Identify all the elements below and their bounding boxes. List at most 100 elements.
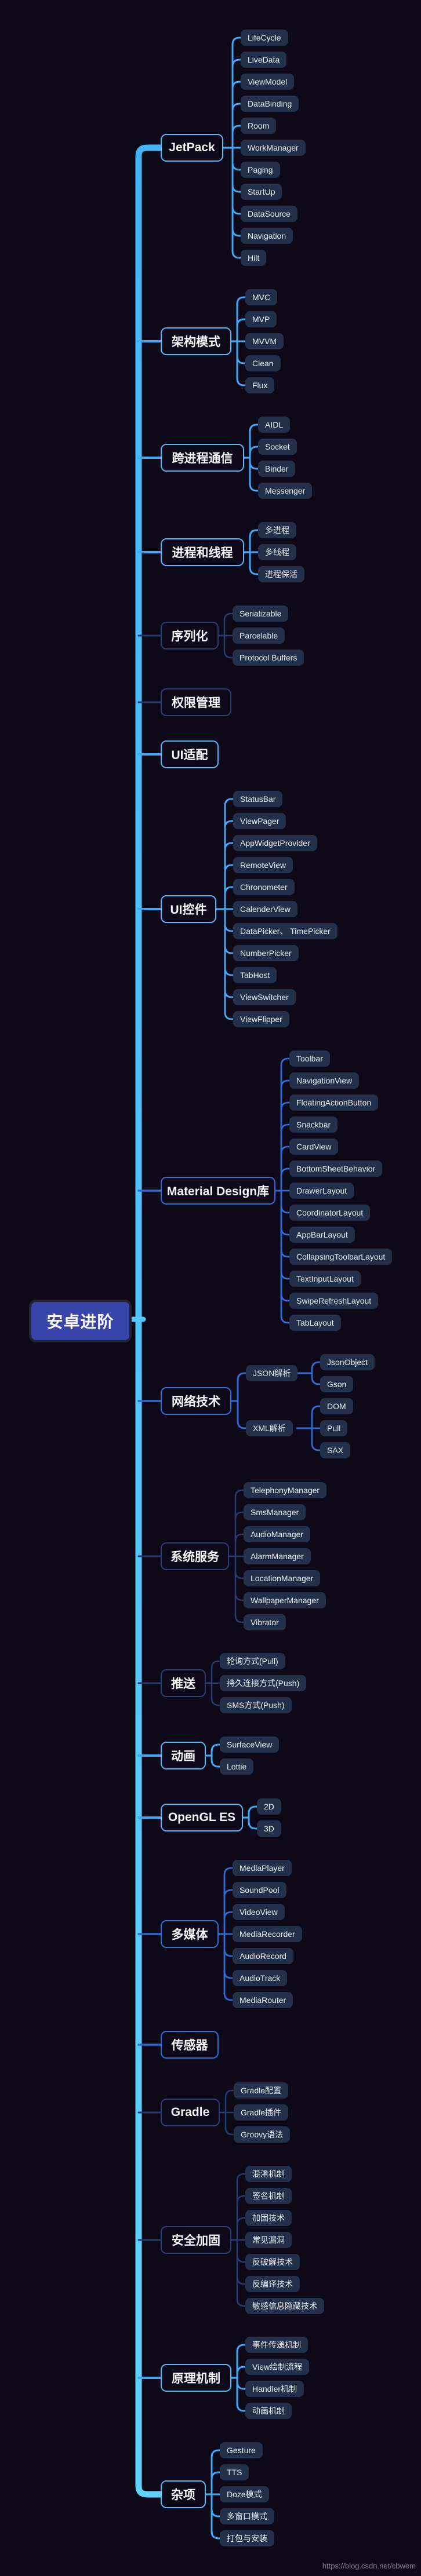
subtopic-0[interactable]: JSON解析: [246, 1365, 298, 1381]
leaf-topic[interactable]: WorkManager: [241, 140, 306, 156]
leaf-topic[interactable]: Parcelable: [233, 627, 285, 644]
leaf-topic[interactable]: MVC: [245, 289, 278, 305]
leaf-topic[interactable]: Serializable: [233, 605, 289, 622]
leaf-topic[interactable]: Binder: [258, 461, 296, 477]
root-topic[interactable]: 安卓进阶: [29, 1300, 132, 1342]
branch-topic-14[interactable]: 多媒体: [161, 1920, 219, 1948]
leaf-topic[interactable]: LiveData: [241, 52, 287, 68]
leaf-topic[interactable]: Navigation: [241, 228, 293, 244]
leaf-topic[interactable]: Toolbar: [289, 1050, 330, 1067]
leaf-topic[interactable]: NavigationView: [289, 1072, 360, 1089]
leaf-topic[interactable]: TabHost: [233, 967, 277, 983]
leaf-topic[interactable]: MediaPlayer: [233, 1860, 292, 1876]
leaf-topic[interactable]: SwipeRefreshLayout: [289, 1293, 379, 1309]
leaf-topic[interactable]: CardView: [289, 1139, 339, 1155]
leaf-topic[interactable]: TabLayout: [289, 1315, 341, 1331]
leaf-topic[interactable]: SoundPool: [233, 1882, 286, 1898]
leaf-topic[interactable]: 动画机制: [245, 2403, 292, 2419]
leaf-topic[interactable]: Gradle配置: [234, 2082, 289, 2099]
leaf-topic[interactable]: 加固技术: [245, 2210, 292, 2226]
branch-topic-9[interactable]: 网络技术: [161, 1387, 231, 1415]
leaf-topic[interactable]: ViewPager: [233, 813, 286, 829]
branch-topic-18[interactable]: 原理机制: [161, 2364, 231, 2392]
branch-topic-2[interactable]: 跨进程通信: [161, 444, 244, 472]
branch-topic-15[interactable]: 传感器: [161, 2031, 219, 2059]
leaf-topic[interactable]: ViewSwitcher: [233, 989, 296, 1005]
leaf-topic[interactable]: Socket: [258, 439, 297, 455]
leaf-topic[interactable]: DataPicker、 TimePicker: [233, 923, 337, 939]
leaf-topic[interactable]: CoordinatorLayout: [289, 1205, 371, 1221]
leaf-topic[interactable]: 多线程: [258, 544, 296, 560]
branch-topic-11[interactable]: 推送: [161, 1669, 206, 1697]
leaf-topic[interactable]: 混淆机制: [245, 2166, 292, 2182]
leaf-topic[interactable]: CalenderView: [233, 901, 297, 917]
branch-topic-4[interactable]: 序列化: [161, 622, 219, 650]
branch-topic-8[interactable]: Material Design库: [161, 1177, 275, 1205]
leaf-topic[interactable]: 3D: [257, 1820, 281, 1837]
leaf-topic[interactable]: Messenger: [258, 483, 313, 499]
leaf-topic[interactable]: Lottie: [220, 1758, 254, 1775]
leaf-topic[interactable]: JsonObject: [320, 1354, 375, 1370]
leaf-topic[interactable]: Clean: [245, 355, 281, 371]
leaf-topic[interactable]: AIDL: [258, 417, 291, 433]
leaf-topic[interactable]: Gradle插件: [234, 2104, 289, 2121]
leaf-topic[interactable]: AudioRecord: [233, 1948, 293, 1964]
leaf-topic[interactable]: MediaRecorder: [233, 1926, 302, 1942]
leaf-topic[interactable]: 多进程: [258, 522, 296, 538]
leaf-topic[interactable]: MediaRouter: [233, 1992, 293, 2008]
leaf-topic[interactable]: TelephonyManager: [244, 1482, 327, 1498]
leaf-topic[interactable]: Hilt: [241, 250, 267, 266]
leaf-topic[interactable]: Groovy语法: [234, 2126, 291, 2143]
leaf-topic[interactable]: VideoView: [233, 1904, 285, 1920]
leaf-topic[interactable]: Handler机制: [245, 2381, 304, 2397]
branch-topic-1[interactable]: 架构模式: [161, 327, 231, 355]
leaf-topic[interactable]: Protocol Buffers: [233, 650, 304, 666]
leaf-topic[interactable]: 签名机制: [245, 2188, 292, 2204]
leaf-topic[interactable]: FloatingActionButton: [289, 1094, 379, 1111]
leaf-topic[interactable]: LocationManager: [244, 1570, 321, 1586]
leaf-topic[interactable]: StatusBar: [233, 791, 283, 807]
leaf-topic[interactable]: MVVM: [245, 333, 284, 349]
leaf-topic[interactable]: Flux: [245, 377, 275, 393]
leaf-topic[interactable]: 事件传递机制: [245, 2337, 308, 2353]
subtopic-1[interactable]: XML解析: [246, 1420, 293, 1436]
branch-topic-16[interactable]: Gradle: [161, 2099, 220, 2126]
leaf-topic[interactable]: TextInputLayout: [289, 1271, 361, 1287]
branch-topic-10[interactable]: 系统服务: [161, 1542, 229, 1570]
leaf-topic[interactable]: SAX: [320, 1442, 351, 1458]
leaf-topic[interactable]: 进程保活: [258, 566, 304, 582]
leaf-topic[interactable]: AudioManager: [244, 1526, 311, 1542]
leaf-topic[interactable]: Snackbar: [289, 1116, 338, 1133]
leaf-topic[interactable]: 常见漏洞: [245, 2232, 292, 2248]
branch-topic-0[interactable]: JetPack: [161, 134, 223, 162]
leaf-topic[interactable]: AppBarLayout: [289, 1227, 355, 1243]
leaf-topic[interactable]: NumberPicker: [233, 945, 299, 961]
leaf-topic[interactable]: TTS: [220, 2464, 249, 2480]
leaf-topic[interactable]: 2D: [257, 1798, 281, 1815]
leaf-topic[interactable]: MVP: [245, 311, 277, 327]
leaf-topic[interactable]: DOM: [320, 1398, 353, 1414]
branch-topic-17[interactable]: 安全加固: [161, 2226, 231, 2254]
leaf-topic[interactable]: DrawerLayout: [289, 1183, 354, 1199]
leaf-topic[interactable]: Pull: [320, 1420, 348, 1436]
leaf-topic[interactable]: Gesture: [220, 2442, 263, 2458]
leaf-topic[interactable]: Paging: [241, 162, 280, 178]
leaf-topic[interactable]: View绘制流程: [245, 2359, 310, 2375]
leaf-topic[interactable]: 反编译技术: [245, 2276, 300, 2292]
branch-topic-5[interactable]: 权限管理: [161, 688, 231, 716]
leaf-topic[interactable]: AppWidgetProvider: [233, 835, 317, 851]
leaf-topic[interactable]: RemoteView: [233, 857, 293, 873]
leaf-topic[interactable]: SmsManager: [244, 1504, 306, 1520]
branch-topic-3[interactable]: 进程和线程: [161, 538, 244, 566]
branch-topic-6[interactable]: UI适配: [161, 740, 219, 768]
leaf-topic[interactable]: AlarmManager: [244, 1548, 311, 1564]
leaf-topic[interactable]: 持久连接方式(Push): [220, 1675, 307, 1691]
leaf-topic[interactable]: WallpaperManager: [244, 1592, 326, 1608]
leaf-topic[interactable]: AudioTrack: [233, 1970, 288, 1986]
leaf-topic[interactable]: 敏感信息隐藏技术: [245, 2298, 324, 2314]
leaf-topic[interactable]: LifeCycle: [241, 30, 288, 46]
leaf-topic[interactable]: DataSource: [241, 206, 297, 222]
leaf-topic[interactable]: Gson: [320, 1376, 354, 1392]
leaf-topic[interactable]: ViewFlipper: [233, 1011, 289, 1027]
branch-topic-7[interactable]: UI控件: [161, 895, 216, 923]
